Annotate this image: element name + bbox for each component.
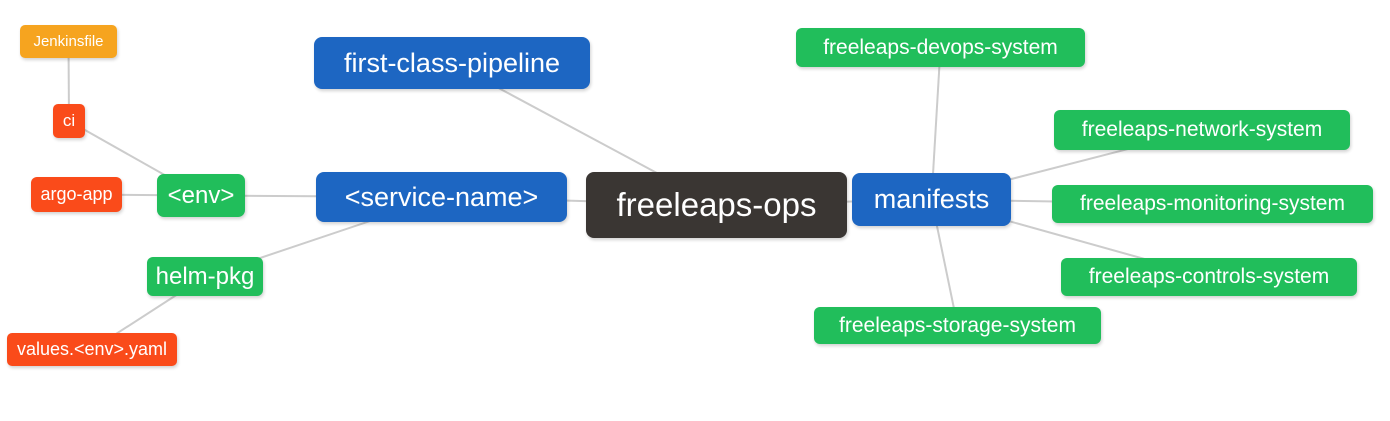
- node-network-system[interactable]: freeleaps-network-system: [1054, 110, 1350, 150]
- node-env[interactable]: <env>: [157, 174, 245, 217]
- node-values-env-yaml[interactable]: values.<env>.yaml: [7, 333, 177, 366]
- node-freeleaps-ops[interactable]: freeleaps-ops: [586, 172, 847, 238]
- node-storage-system[interactable]: freeleaps-storage-system: [814, 307, 1101, 344]
- node-service-name[interactable]: <service-name>: [316, 172, 567, 222]
- node-ci[interactable]: ci: [53, 104, 85, 138]
- node-first-class-pipeline[interactable]: first-class-pipeline: [314, 37, 590, 89]
- node-devops-system[interactable]: freeleaps-devops-system: [796, 28, 1085, 67]
- node-helm-pkg[interactable]: helm-pkg: [147, 257, 263, 296]
- node-argo-app[interactable]: argo-app: [31, 177, 122, 212]
- node-manifests[interactable]: manifests: [852, 173, 1011, 226]
- node-monitoring-system[interactable]: freeleaps-monitoring-system: [1052, 185, 1373, 223]
- node-jenkinsfile[interactable]: Jenkinsfile: [20, 25, 117, 58]
- node-controls-system[interactable]: freeleaps-controls-system: [1061, 258, 1357, 296]
